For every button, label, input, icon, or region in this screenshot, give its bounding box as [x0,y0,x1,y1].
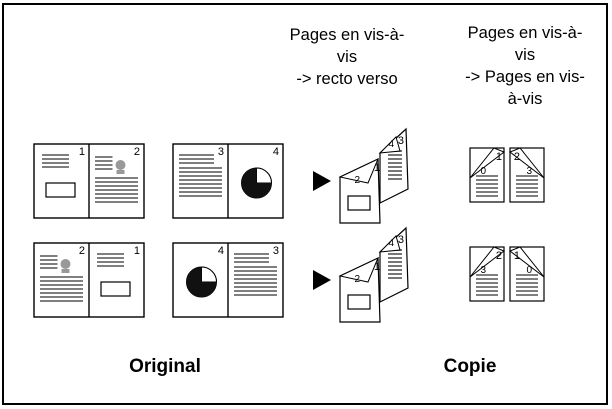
page-number: 4 [273,146,279,158]
page-number: 1 [134,245,140,257]
image-box-icon [347,195,371,211]
page-number: 3 [398,135,404,147]
page-number: 0 [526,265,532,276]
arrow-icon [313,171,331,191]
duplex-copy: 34 1 2 [338,127,409,224]
page-curl [378,136,401,154]
page-number: 3 [526,166,532,177]
header-facing-to-duplex: Pages en vis-à- vis -> recto verso [262,24,432,90]
page-number: 1 [514,250,520,262]
page-number: 3 [273,245,279,257]
person-icon [115,160,126,170]
pie-slice-icon [186,267,217,298]
label-copy: Copie [443,356,497,377]
page-number: 3 [398,234,404,246]
pie-slice-icon [256,167,273,184]
person-icon [61,269,70,273]
page-number: 1 [374,261,380,273]
page-number: 0 [480,166,486,177]
page-number: 3 [218,146,224,158]
page-number: 2 [514,151,520,163]
page-curl [469,147,506,179]
header-line: vis [514,46,536,64]
duplex-copy: 34 1 2 [338,226,409,323]
person-icon [116,170,125,174]
page-number: 4 [388,139,394,150]
header-facing-to-facing: Pages en vis-à- vis -> Pages en vis- à-v… [440,22,610,110]
page-curl [469,246,506,278]
header-line: -> Pages en vis- [465,68,585,86]
header-line: à-vis [507,90,543,108]
page-number: 3 [480,265,486,276]
page-number: 4 [218,245,224,257]
page-number: 2 [354,274,360,285]
page-curl [338,256,379,283]
page-number: 1 [496,151,502,163]
image-box-icon [347,294,371,310]
page-curl [378,235,401,253]
pie-slice-icon [201,266,218,283]
page-number: 2 [79,245,85,257]
page-number: 2 [134,146,140,158]
header-line: Pages en vis-à- [289,26,405,44]
image-box-icon [100,281,131,297]
page-number: 1 [374,162,380,174]
page-curl [508,246,545,278]
page-number: 2 [496,250,502,262]
frame [2,3,608,405]
page-curl [338,157,379,184]
label-original: Original [129,356,201,377]
header-line: vis [336,48,358,66]
page-number: 4 [388,238,394,249]
header-line: Pages en vis-à- [467,24,583,42]
arrow-icon [313,270,331,290]
person-icon [60,259,71,269]
page-number: 1 [79,146,85,158]
pie-slice-icon [241,168,272,199]
image-box-icon [45,182,76,198]
page-number: 2 [354,175,360,186]
header-line: -> recto verso [296,70,398,88]
page-curl [508,147,545,179]
